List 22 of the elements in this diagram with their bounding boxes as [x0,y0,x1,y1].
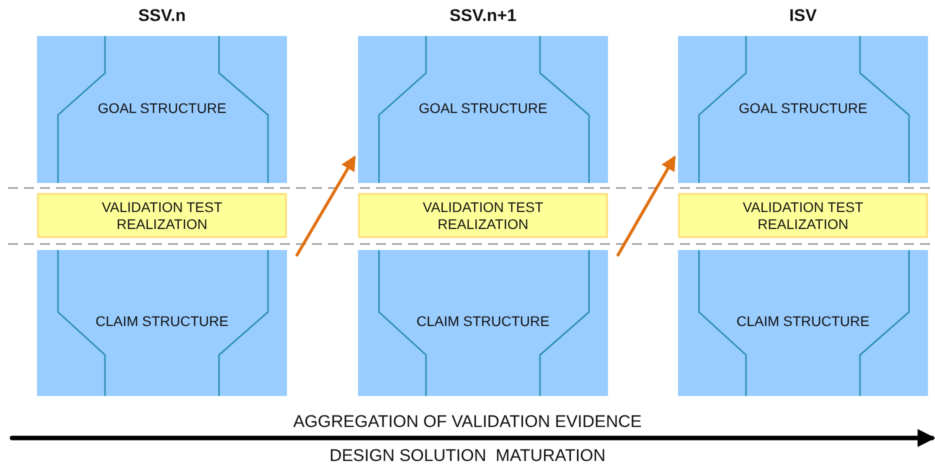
arrow [616,155,676,256]
goal-panel [358,36,608,183]
goal-panel [678,36,928,183]
panel-label: CLAIM STRUCTURE [735,313,870,329]
column-title: SSV.n [137,6,187,26]
axis-caption: AGGREGATION OF VALIDATION EVIDENCE [292,412,643,432]
process-box: VALIDATION TEST REALIZATION [37,193,287,238]
arrow [296,155,356,256]
column-title: SSV.n+1 [448,6,518,26]
panel-label: GOAL STRUCTURE [96,100,228,116]
goal-panel [37,36,287,183]
claim-panel [358,250,608,396]
claim-panel [37,250,287,396]
axis-caption: DESIGN SOLUTION MATURATION [328,446,607,466]
panel-label: GOAL STRUCTURE [418,100,548,116]
panel-label: GOAL STRUCTURE [738,100,868,116]
panel-label: CLAIM STRUCTURE [94,313,230,329]
panel-label: CLAIM STRUCTURE [415,313,550,329]
column-title: ISV [788,6,818,26]
process-box: VALIDATION TEST REALIZATION [358,193,608,238]
process-box: VALIDATION TEST REALIZATION [678,193,928,238]
claim-panel [678,250,928,396]
